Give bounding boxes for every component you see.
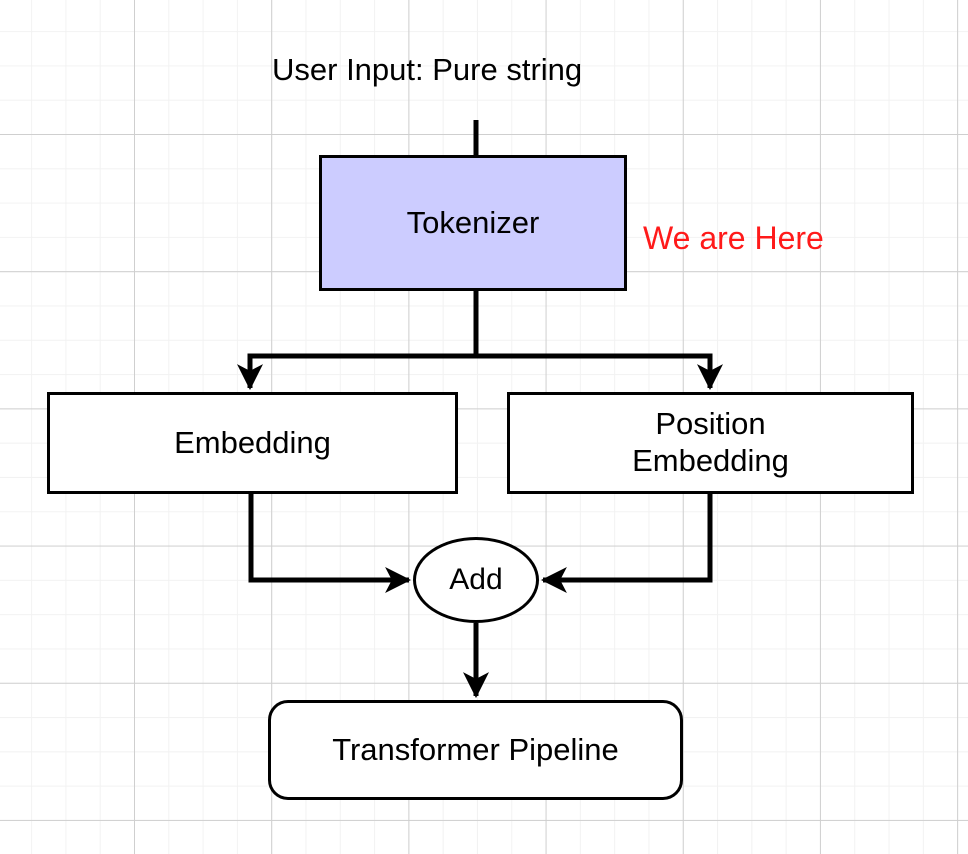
edge-tokenizer-to-embedding [237, 291, 479, 391]
node-tokenizer-label: Tokenizer [406, 204, 540, 240]
node-add[interactable]: Add [413, 537, 539, 623]
node-transformer-pipeline-label: Transformer Pipeline [332, 731, 619, 767]
user-input-label: User Input: Pure string [272, 52, 583, 87]
we-are-here-annotation: We are Here [643, 220, 824, 256]
node-add-label: Add [449, 563, 503, 597]
node-embedding-label: Embedding [174, 424, 331, 460]
edge-tokenizer-to-position-embedding [473, 291, 723, 391]
edge-embedding-to-add [248, 494, 412, 593]
node-position-embedding[interactable]: Position Embedding [507, 392, 914, 494]
node-position-embedding-label: Position Embedding [632, 406, 789, 478]
node-embedding[interactable]: Embedding [47, 392, 458, 494]
node-tokenizer[interactable]: Tokenizer [319, 155, 627, 291]
edge-position-embedding-to-add [540, 494, 713, 593]
node-transformer-pipeline[interactable]: Transformer Pipeline [268, 700, 683, 800]
